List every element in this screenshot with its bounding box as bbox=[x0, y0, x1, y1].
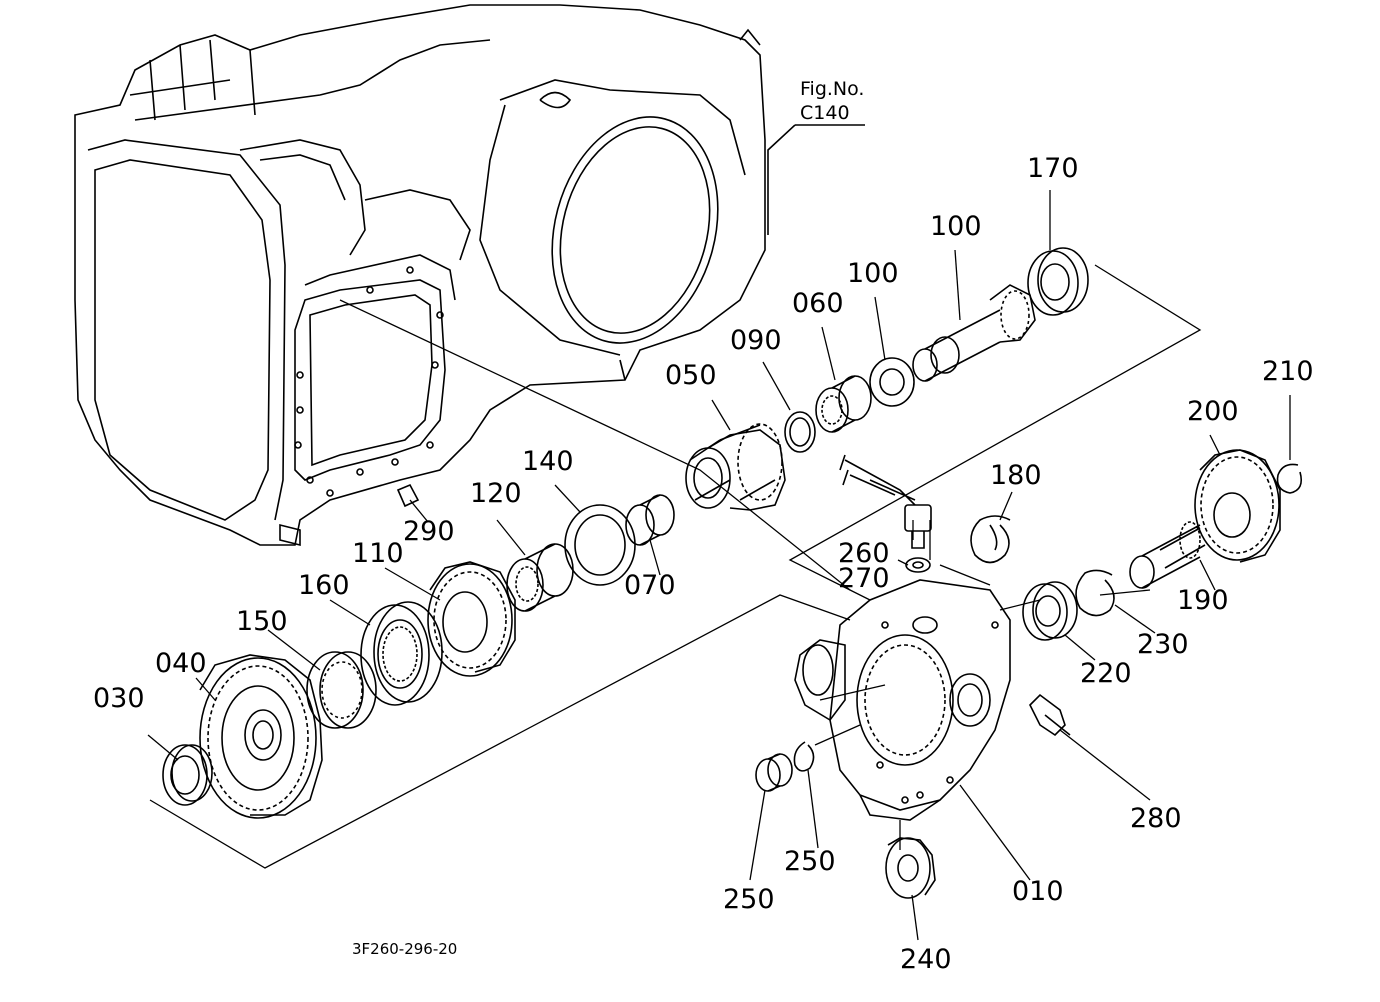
bearing-210 bbox=[1022, 581, 1078, 641]
bearing-030 bbox=[162, 744, 213, 806]
gear-040 bbox=[199, 654, 323, 819]
callout-180: 190 bbox=[1177, 585, 1229, 616]
callout-290: 290 bbox=[403, 516, 455, 547]
callout-230: 240 bbox=[900, 944, 952, 975]
bearing-070 bbox=[625, 494, 675, 546]
callout-160: 170 bbox=[1027, 153, 1079, 184]
callout-040: 040 bbox=[155, 648, 207, 679]
gear-230 bbox=[885, 837, 936, 899]
callout-110: 110 bbox=[352, 538, 404, 569]
callout-030: 030 bbox=[93, 683, 145, 714]
callout-200: 210 bbox=[1262, 356, 1314, 387]
fig-number: C140 bbox=[800, 102, 850, 124]
bearing-060 bbox=[815, 375, 872, 433]
callout-130: 140 bbox=[522, 446, 574, 477]
callout-280: 280 bbox=[1130, 803, 1182, 834]
callout-240: 250 bbox=[784, 846, 836, 877]
callout-150: 160 bbox=[298, 570, 350, 601]
callout-270: 270 bbox=[838, 563, 890, 594]
pin-290 bbox=[396, 483, 420, 508]
callout-060: 060 bbox=[792, 288, 844, 319]
callout-090: 100 bbox=[847, 258, 899, 289]
callout-250: 250 bbox=[723, 884, 775, 915]
bearing-160 bbox=[1027, 247, 1089, 316]
shaft-100 bbox=[912, 284, 1036, 382]
gear-050 bbox=[685, 423, 786, 511]
drawing-number: 3F260-296-20 bbox=[352, 940, 458, 958]
callout-210: 220 bbox=[1080, 658, 1132, 689]
fig-reference-bracket bbox=[767, 124, 865, 235]
washer-090 bbox=[869, 357, 915, 407]
fig-label: Fig.No. bbox=[800, 78, 865, 100]
callout-260: 260 bbox=[838, 538, 890, 569]
shaft-180 bbox=[1129, 521, 1206, 589]
sensor-260 bbox=[839, 454, 932, 549]
snap-ring-220 bbox=[1075, 569, 1115, 617]
snap-ring-200 bbox=[1276, 463, 1303, 494]
transmission-case bbox=[74, 4, 766, 547]
washer-130 bbox=[564, 504, 636, 586]
callout-080: 090 bbox=[730, 325, 782, 356]
callout-070: 070 bbox=[624, 570, 676, 601]
callout-170: 180 bbox=[990, 460, 1042, 491]
bearing-140 bbox=[306, 651, 377, 729]
gear-190 bbox=[1194, 449, 1281, 563]
plug-280 bbox=[1029, 693, 1071, 737]
housing-010 bbox=[794, 579, 1011, 821]
bearing-120 bbox=[506, 543, 574, 612]
callout-190: 200 bbox=[1187, 396, 1239, 427]
callout-050: 050 bbox=[665, 360, 717, 391]
callout-220: 230 bbox=[1137, 629, 1189, 660]
ring-080 bbox=[784, 411, 816, 453]
callout-120: 120 bbox=[470, 478, 522, 509]
callout-010: 010 bbox=[1012, 876, 1064, 907]
collar-150 bbox=[360, 601, 443, 706]
snap-ring-170 bbox=[970, 515, 1011, 564]
callout-100: 100 bbox=[930, 211, 982, 242]
callout-leaders bbox=[147, 190, 1291, 941]
ring-240 bbox=[793, 741, 815, 772]
bearing-250 bbox=[755, 753, 793, 792]
assembly-guide-lines bbox=[149, 264, 1202, 869]
callout-140: 150 bbox=[236, 606, 288, 637]
washer-270 bbox=[905, 557, 931, 573]
